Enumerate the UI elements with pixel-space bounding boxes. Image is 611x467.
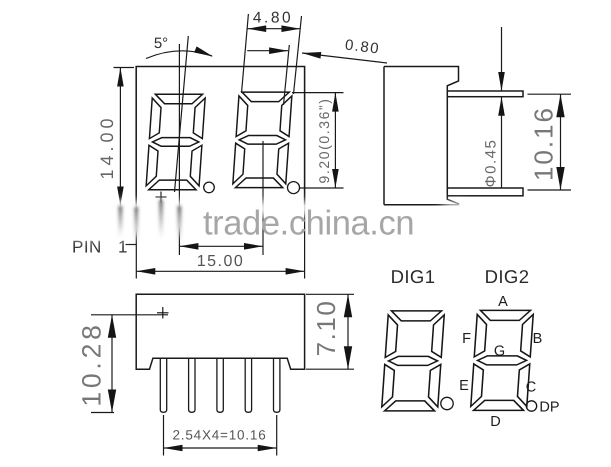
svg-text:DIG2: DIG2	[485, 266, 530, 287]
svg-text:7.10: 7.10	[311, 300, 341, 357]
svg-text:D: D	[490, 414, 500, 430]
svg-text:DIG1: DIG1	[391, 266, 436, 287]
svg-text:14.00: 14.00	[97, 114, 117, 179]
svg-text:E: E	[459, 378, 469, 394]
svg-text:C: C	[526, 380, 536, 396]
svg-text:B: B	[533, 331, 543, 347]
svg-text:F: F	[462, 331, 471, 347]
svg-text:trade.china.cn: trade.china.cn	[203, 205, 414, 243]
svg-text:0.80: 0.80	[344, 36, 381, 57]
svg-text:1: 1	[118, 238, 127, 257]
svg-text:10.28: 10.28	[77, 321, 107, 406]
svg-text:A: A	[498, 294, 508, 310]
svg-text:2.54X4=10.16: 2.54X4=10.16	[172, 428, 266, 443]
svg-text:Φ0.45: Φ0.45	[483, 139, 500, 188]
svg-text:4.80: 4.80	[253, 10, 293, 27]
svg-text:15.00: 15.00	[197, 253, 245, 270]
svg-text:10.16: 10.16	[529, 106, 559, 181]
svg-text:DP: DP	[539, 400, 559, 416]
svg-text:G: G	[494, 344, 505, 360]
svg-text:9.20(0.36”): 9.20(0.36”)	[316, 97, 332, 183]
svg-text:5°: 5°	[154, 35, 168, 52]
svg-text:PIN: PIN	[72, 238, 102, 257]
